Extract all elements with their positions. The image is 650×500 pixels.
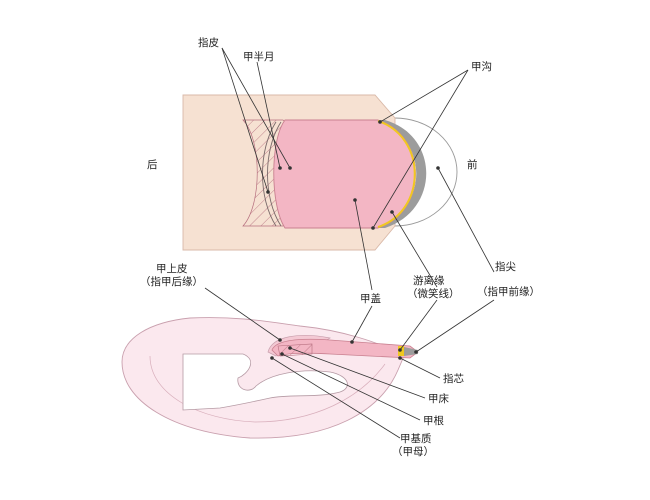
dot-zhijian [436, 166, 440, 170]
label-jiachuang: 甲床 [428, 392, 449, 405]
inner-dermis-line [149, 355, 386, 423]
lead-jiagou-a [379, 69, 469, 123]
labels: 指皮 甲半月 甲沟 后 前 甲上皮 （指甲后缘） 游离缘 （微笑线） 指尖 （指… [140, 36, 540, 458]
lead-youlixian [391, 211, 438, 288]
smile-line [377, 120, 416, 228]
lead-youlixian-side [399, 299, 438, 351]
dot-jiajizhi [270, 356, 274, 360]
lead-jiajizhi [271, 357, 401, 439]
label-jiajizhi-note: （甲母） [392, 446, 434, 458]
nail-plate [273, 119, 416, 229]
dot-jiachuang [288, 346, 292, 350]
lead-zhijian-side [415, 299, 495, 353]
dot-zhipi-b [266, 190, 270, 194]
lead-jiagai-side [351, 305, 373, 343]
lunula-line-2 [267, 121, 282, 227]
lead-zhipi-a [221, 47, 291, 169]
lead-jiagen [281, 353, 421, 421]
label-jiabanyue: 甲半月 [243, 50, 275, 63]
lead-jiabanyue [256, 61, 281, 169]
label-jiagai: 甲盖 [360, 292, 381, 305]
label-youlixian: 游离缘 [413, 274, 445, 287]
dot-zhijian-side [414, 350, 418, 354]
bone [182, 353, 348, 411]
dot-jiagou-a [378, 120, 382, 124]
label-jiajizhi: 甲基质 [400, 432, 432, 445]
lead-jiagai [354, 199, 373, 291]
label-youlixian-note: （微笑线） [407, 287, 460, 300]
lead-zhijian [437, 167, 495, 273]
label-zhijian: 指尖 [495, 260, 516, 273]
label-jiashangpi: 甲上皮 [156, 262, 188, 275]
label-zhijian-note: （指甲前缘） [477, 285, 540, 298]
label-jiashangpi-note: （指甲后缘） [140, 275, 203, 288]
dot-jiashangpi [278, 338, 282, 342]
finger-section [121, 317, 405, 439]
lead-jiagou-b [372, 69, 469, 229]
dot-zhipi-a [288, 166, 292, 170]
label-jiagen: 甲根 [423, 414, 444, 427]
label-zhixin: 指芯 [443, 372, 464, 385]
label-qian: 前 [467, 158, 478, 171]
label-hou: 后 [147, 159, 158, 171]
lead-zhixin [399, 357, 441, 379]
lead-jiachuang [289, 347, 426, 399]
dot-youlixian [390, 210, 394, 214]
dot-jiagai [353, 198, 357, 202]
dot-zhixin [398, 356, 402, 360]
lead-zhipi-b [221, 47, 269, 193]
side-section-view [121, 287, 495, 439]
free-edge-side [404, 347, 418, 356]
dot-jiabanyue [278, 166, 282, 170]
dot-youlixian-side [398, 348, 402, 352]
top-view [182, 47, 495, 291]
dot-jiagou-b [371, 226, 375, 230]
label-jiagou: 甲沟 [471, 60, 492, 73]
dot-jiagen [280, 352, 284, 356]
lead-jiashangpi [204, 287, 281, 341]
free-edge-band [375, 120, 427, 228]
label-zhipi: 指皮 [198, 36, 219, 49]
dot-jiagai-side [350, 340, 354, 344]
